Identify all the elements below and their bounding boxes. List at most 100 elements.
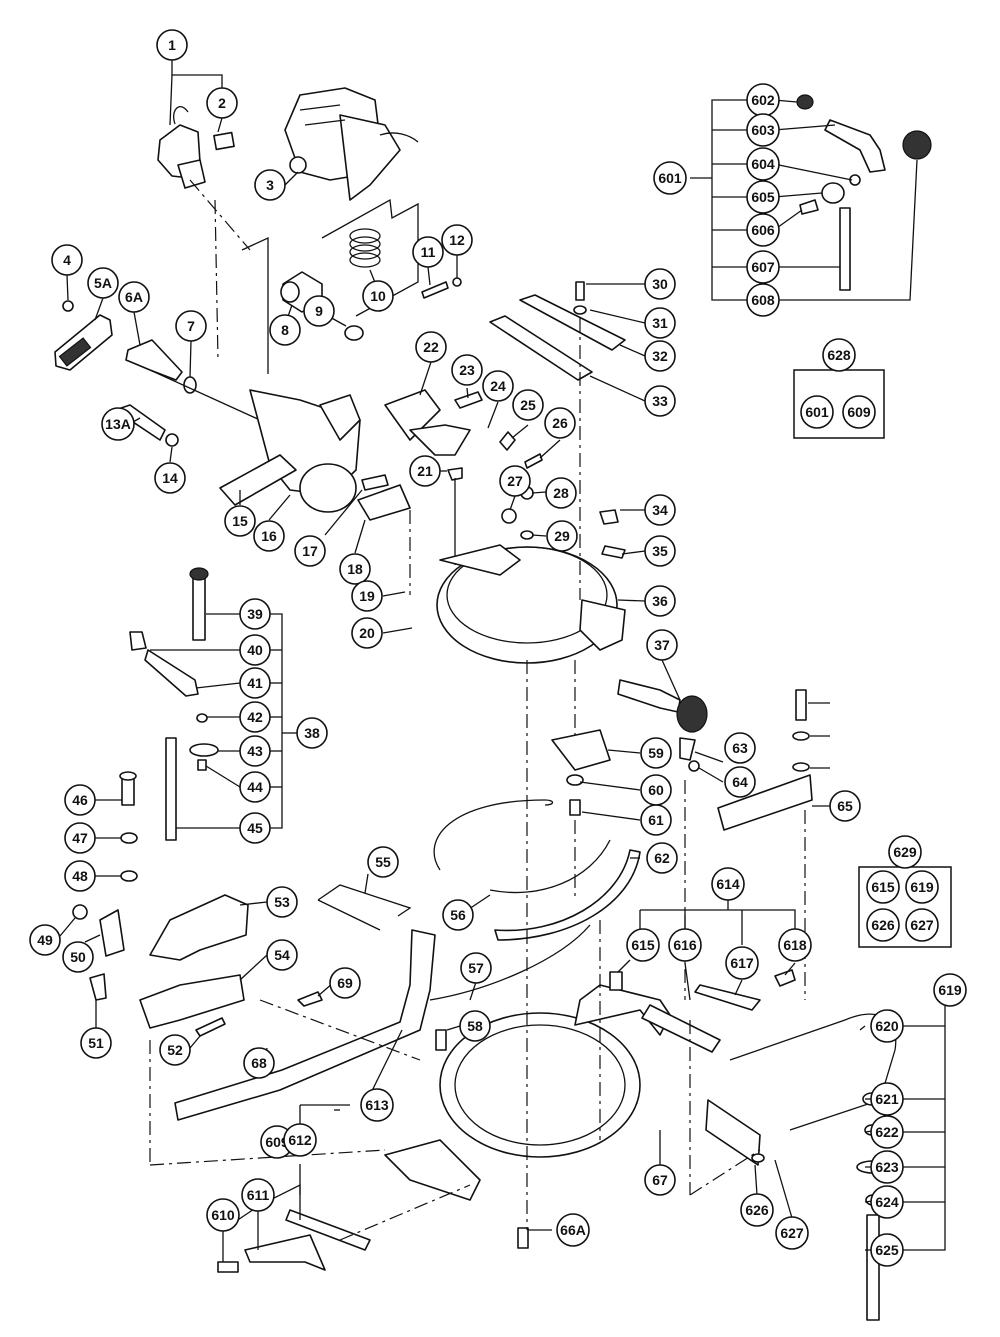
callout-circle	[351, 580, 383, 612]
callout-label: 626	[745, 1202, 769, 1218]
callout-circle	[51, 244, 83, 276]
callout-circle	[644, 1164, 676, 1196]
callout-602: 602	[746, 83, 780, 117]
part-lever-and-shaft	[54, 300, 261, 421]
callout-label: 66A	[560, 1222, 586, 1238]
callout-label: 52	[167, 1042, 183, 1058]
callout-circle	[159, 1034, 191, 1066]
callout-label: 609	[265, 1134, 289, 1150]
callout-59: 59	[640, 737, 672, 769]
callout-circle	[711, 867, 745, 901]
kit-629-item-615: 615	[866, 870, 900, 904]
callout-610: 610	[206, 1198, 240, 1232]
callout-615: 615	[626, 928, 660, 962]
callout-circle	[888, 835, 922, 869]
callout-label: 16	[261, 528, 277, 544]
callout-label: 45	[247, 820, 263, 836]
callout-label: 61	[648, 812, 664, 828]
callout-label: 41	[247, 675, 263, 691]
part-fence	[139, 894, 249, 1029]
callout-circle	[746, 250, 780, 284]
callout-circle	[829, 790, 861, 822]
kit-628-item-601: 601	[800, 395, 834, 429]
callout-26: 26	[544, 407, 576, 439]
callout-52: 52	[159, 1034, 191, 1066]
callout-circle	[156, 29, 188, 61]
callout-label: 8	[281, 322, 289, 338]
part-left-fence-hardware	[72, 771, 226, 1037]
callout-circle	[253, 520, 285, 552]
callout-label: 9	[315, 303, 323, 319]
callout-label: 619	[910, 879, 934, 895]
callout-label: 624	[875, 1194, 899, 1210]
callout-628: 628	[822, 338, 856, 372]
callout-6a: 6A	[118, 281, 150, 313]
callout-circle	[933, 973, 967, 1007]
callout-label: 24	[490, 378, 506, 394]
callout-65: 65	[829, 790, 861, 822]
callout-35: 35	[644, 535, 676, 567]
part-sub-fence	[174, 884, 436, 1121]
callout-circle	[544, 407, 576, 439]
callout-circle	[644, 494, 676, 526]
part-turntable	[436, 509, 626, 664]
part-handle-housing	[284, 87, 419, 201]
callout-circle	[303, 295, 335, 327]
callout-circle	[451, 354, 483, 386]
callout-39: 39	[239, 598, 271, 630]
callout-label: 48	[72, 868, 88, 884]
callout-label: 30	[652, 276, 668, 292]
callout-label: 623	[875, 1159, 899, 1175]
callout-40: 40	[239, 634, 271, 666]
callout-33: 33	[644, 385, 676, 417]
part-plates	[489, 281, 626, 381]
callout-612: 612	[283, 1123, 317, 1157]
callout-label: 29	[554, 528, 570, 544]
callout-label: 28	[553, 485, 569, 501]
callout-12: 12	[441, 224, 473, 256]
part-illustrations	[54, 87, 932, 1321]
callout-circle	[283, 1123, 317, 1157]
callout-label: 27	[507, 473, 523, 489]
callout-22: 22	[415, 331, 447, 363]
callout-43: 43	[239, 735, 271, 767]
callout-label: 627	[910, 917, 934, 933]
part-holder-set	[217, 1209, 371, 1273]
callout-label: 12	[449, 232, 465, 248]
callout-label: 38	[304, 725, 320, 741]
callout-label: 617	[730, 955, 754, 971]
part-arm-body	[114, 389, 411, 521]
callout-25: 25	[512, 389, 544, 421]
callout-29: 29	[546, 520, 578, 552]
callout-label: 37	[654, 637, 670, 653]
callout-626: 626	[740, 1193, 774, 1227]
callout-618: 618	[778, 928, 812, 962]
callout-label: 57	[468, 960, 484, 976]
callout-label: 601	[805, 404, 829, 420]
callout-circle	[241, 1178, 275, 1212]
callout-circle	[778, 928, 812, 962]
callout-circle	[101, 407, 135, 441]
callout-56: 56	[442, 899, 474, 931]
part-rings	[429, 799, 641, 1001]
callout-label: 26	[552, 415, 568, 431]
callout-label: 36	[652, 593, 668, 609]
callout-38: 38	[296, 717, 328, 749]
callout-21: 21	[409, 455, 441, 487]
callout-label: 612	[288, 1132, 312, 1148]
callout-circle	[206, 1198, 240, 1232]
kit-629-item-619: 619	[905, 870, 939, 904]
callout-label: 65	[837, 798, 853, 814]
callout-circle	[905, 908, 939, 942]
callout-label: 608	[751, 292, 775, 308]
callout-label: 23	[459, 362, 475, 378]
callout-circle	[644, 307, 676, 339]
callout-circle	[653, 161, 687, 195]
callout-label: 39	[247, 606, 263, 622]
callout-circle	[460, 952, 492, 984]
callout-circle	[239, 771, 271, 803]
callout-68: 68	[243, 1047, 275, 1079]
callout-circle	[866, 908, 900, 942]
callout-circle	[175, 310, 207, 342]
callout-circle	[866, 870, 900, 904]
